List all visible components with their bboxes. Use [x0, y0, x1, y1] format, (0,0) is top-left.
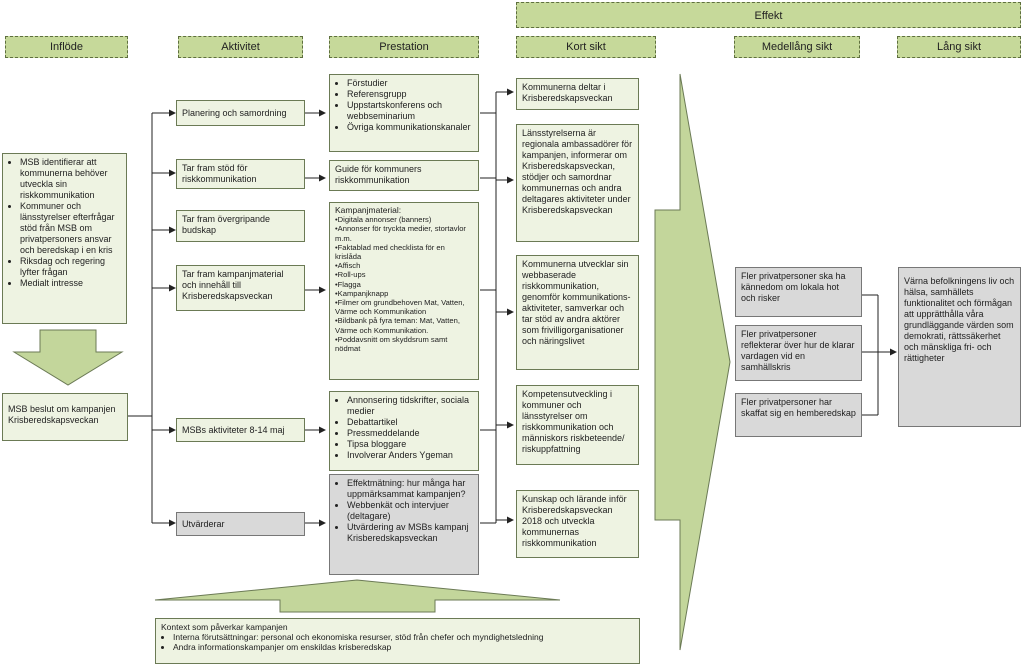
- prestation-utvardering: Effektmätning: hur många har uppmärksamm…: [329, 474, 479, 575]
- activity-budskap: Tar fram övergripande budskap: [176, 210, 305, 242]
- inflode-item: MSB identifierar att kommunerna behöver …: [20, 157, 121, 201]
- kort-sikt-5: Kunskap och lärande inför Krisberedskaps…: [516, 490, 639, 558]
- kampanjmaterial-item: •Kampanjknapp: [335, 288, 389, 298]
- inflode-item: Riksdag och regering lyfter frågan: [20, 256, 121, 278]
- header-prestation: Prestation: [329, 36, 479, 58]
- prestation-item: Webbenkät och intervjuer (deltagare): [347, 500, 473, 522]
- prestation-item: Involverar Anders Ygeman: [347, 450, 473, 461]
- kontext-box: Kontext som påverkar kampanjen Interna f…: [155, 618, 640, 664]
- kort-sikt-4: Kompetensutveckling i kommuner och länss…: [516, 385, 639, 465]
- medellang-sikt-2: Fler privatpersoner reflekterar över hur…: [735, 325, 862, 381]
- kort-sikt-right-arrow: [654, 73, 731, 651]
- kampanjmaterial-item: •Flagga: [335, 279, 361, 289]
- inflode-down-arrow: [12, 329, 124, 386]
- activity-msb-aktiviteter: MSBs aktiviteter 8-14 maj: [176, 418, 305, 442]
- decision-box: MSB beslut om kampanjen Krisberedskapsve…: [2, 393, 128, 441]
- kort-sikt-2: Länsstyrelserna är regionala ambassadöre…: [516, 124, 639, 242]
- kampanjmaterial-title: Kampanjmaterial:: [335, 205, 402, 215]
- prestation-item: Tipsa bloggare: [347, 439, 473, 450]
- inflode-item: Kommuner och länsstyrelser efterfrågar s…: [20, 201, 121, 256]
- prestation-item: Förstudier: [347, 78, 473, 89]
- prestation-item: Annonsering tidskrifter, sociala medier: [347, 395, 473, 417]
- activity-stod: Tar fram stöd för riskkommunikation: [176, 159, 305, 189]
- kontext-item: Andra informationskampanjer om enskildas…: [173, 642, 634, 652]
- header-kort-sikt: Kort sikt: [516, 36, 656, 58]
- lang-sikt-box: Värna befolkningens liv och hälsa, samhä…: [898, 267, 1021, 427]
- kampanjmaterial-item: •Bildbank på fyra teman: Mat, Vatten, Vä…: [335, 316, 460, 335]
- kampanjmaterial-item: •Faktablad med checklista för en krislåd…: [335, 242, 445, 262]
- kampanjmaterial-item: •Affisch: [335, 261, 361, 271]
- prestation-msb-aktiviteter: Annonsering tidskrifter, sociala medier …: [329, 391, 479, 471]
- prestation-guide: Guide för kommuners riskkommunikation: [329, 160, 479, 191]
- medellang-sikt-3: Fler privatpersoner har skaffat sig en h…: [735, 393, 862, 437]
- kontext-item: Interna förutsättningar: personal och ek…: [173, 632, 634, 642]
- kampanjmaterial-item: •Digitala annonser (banners): [335, 215, 432, 225]
- header-aktivitet: Aktivitet: [178, 36, 303, 58]
- kontext-title: Kontext som påverkar kampanjen: [161, 622, 288, 632]
- inflode-box: MSB identifierar att kommunerna behöver …: [2, 153, 127, 324]
- header-inflode: Inflöde: [5, 36, 128, 58]
- header-effekt: Effekt: [516, 2, 1021, 28]
- prestation-kampanjmaterial: Kampanjmaterial: •Digitala annonser (ban…: [329, 202, 479, 380]
- kort-sikt-3: Kommunerna utvecklar sin webbaserade ris…: [516, 255, 639, 370]
- prestation-planering: Förstudier Referensgrupp Uppstartskonfer…: [329, 74, 479, 152]
- kampanjmaterial-item: •Roll-ups: [335, 270, 366, 280]
- activity-kampanjmaterial: Tar fram kampanjmaterial och innehåll ti…: [176, 265, 305, 311]
- inflode-item: Medialt intresse: [20, 278, 121, 289]
- medellang-sikt-1: Fler privatpersoner ska ha kännedom om l…: [735, 267, 862, 317]
- prestation-item: Debattartikel: [347, 417, 473, 428]
- header-lang-sikt: Lång sikt: [897, 36, 1021, 58]
- prestation-item: Effektmätning: hur många har uppmärksamm…: [347, 478, 473, 500]
- context-up-arrow: [154, 579, 561, 613]
- activity-planering: Planering och samordning: [176, 100, 305, 126]
- kort-sikt-1: Kommunerna deltar i Krisberedskapsveckan: [516, 78, 639, 110]
- kampanjmaterial-item: •Poddavsnitt om skyddsrum samt nödmat: [335, 334, 448, 354]
- prestation-item: Referensgrupp: [347, 89, 473, 100]
- prestation-item: Övriga kommunikationskanaler: [347, 122, 473, 133]
- header-medellang-sikt: Medellång sikt: [734, 36, 860, 58]
- activity-utvarderar: Utvärderar: [176, 512, 305, 536]
- prestation-item: Uppstartskonferens och webbseminarium: [347, 100, 473, 122]
- prestation-item: Utvärdering av MSBs kampanj Krisberedska…: [347, 522, 473, 544]
- kampanjmaterial-item: •Filmer om grundbehoven Mat, Vatten, Vär…: [335, 298, 465, 317]
- kampanjmaterial-item: •Annonser för tryckta medier, stortavlor…: [335, 224, 466, 243]
- prestation-item: Pressmeddelande: [347, 428, 473, 439]
